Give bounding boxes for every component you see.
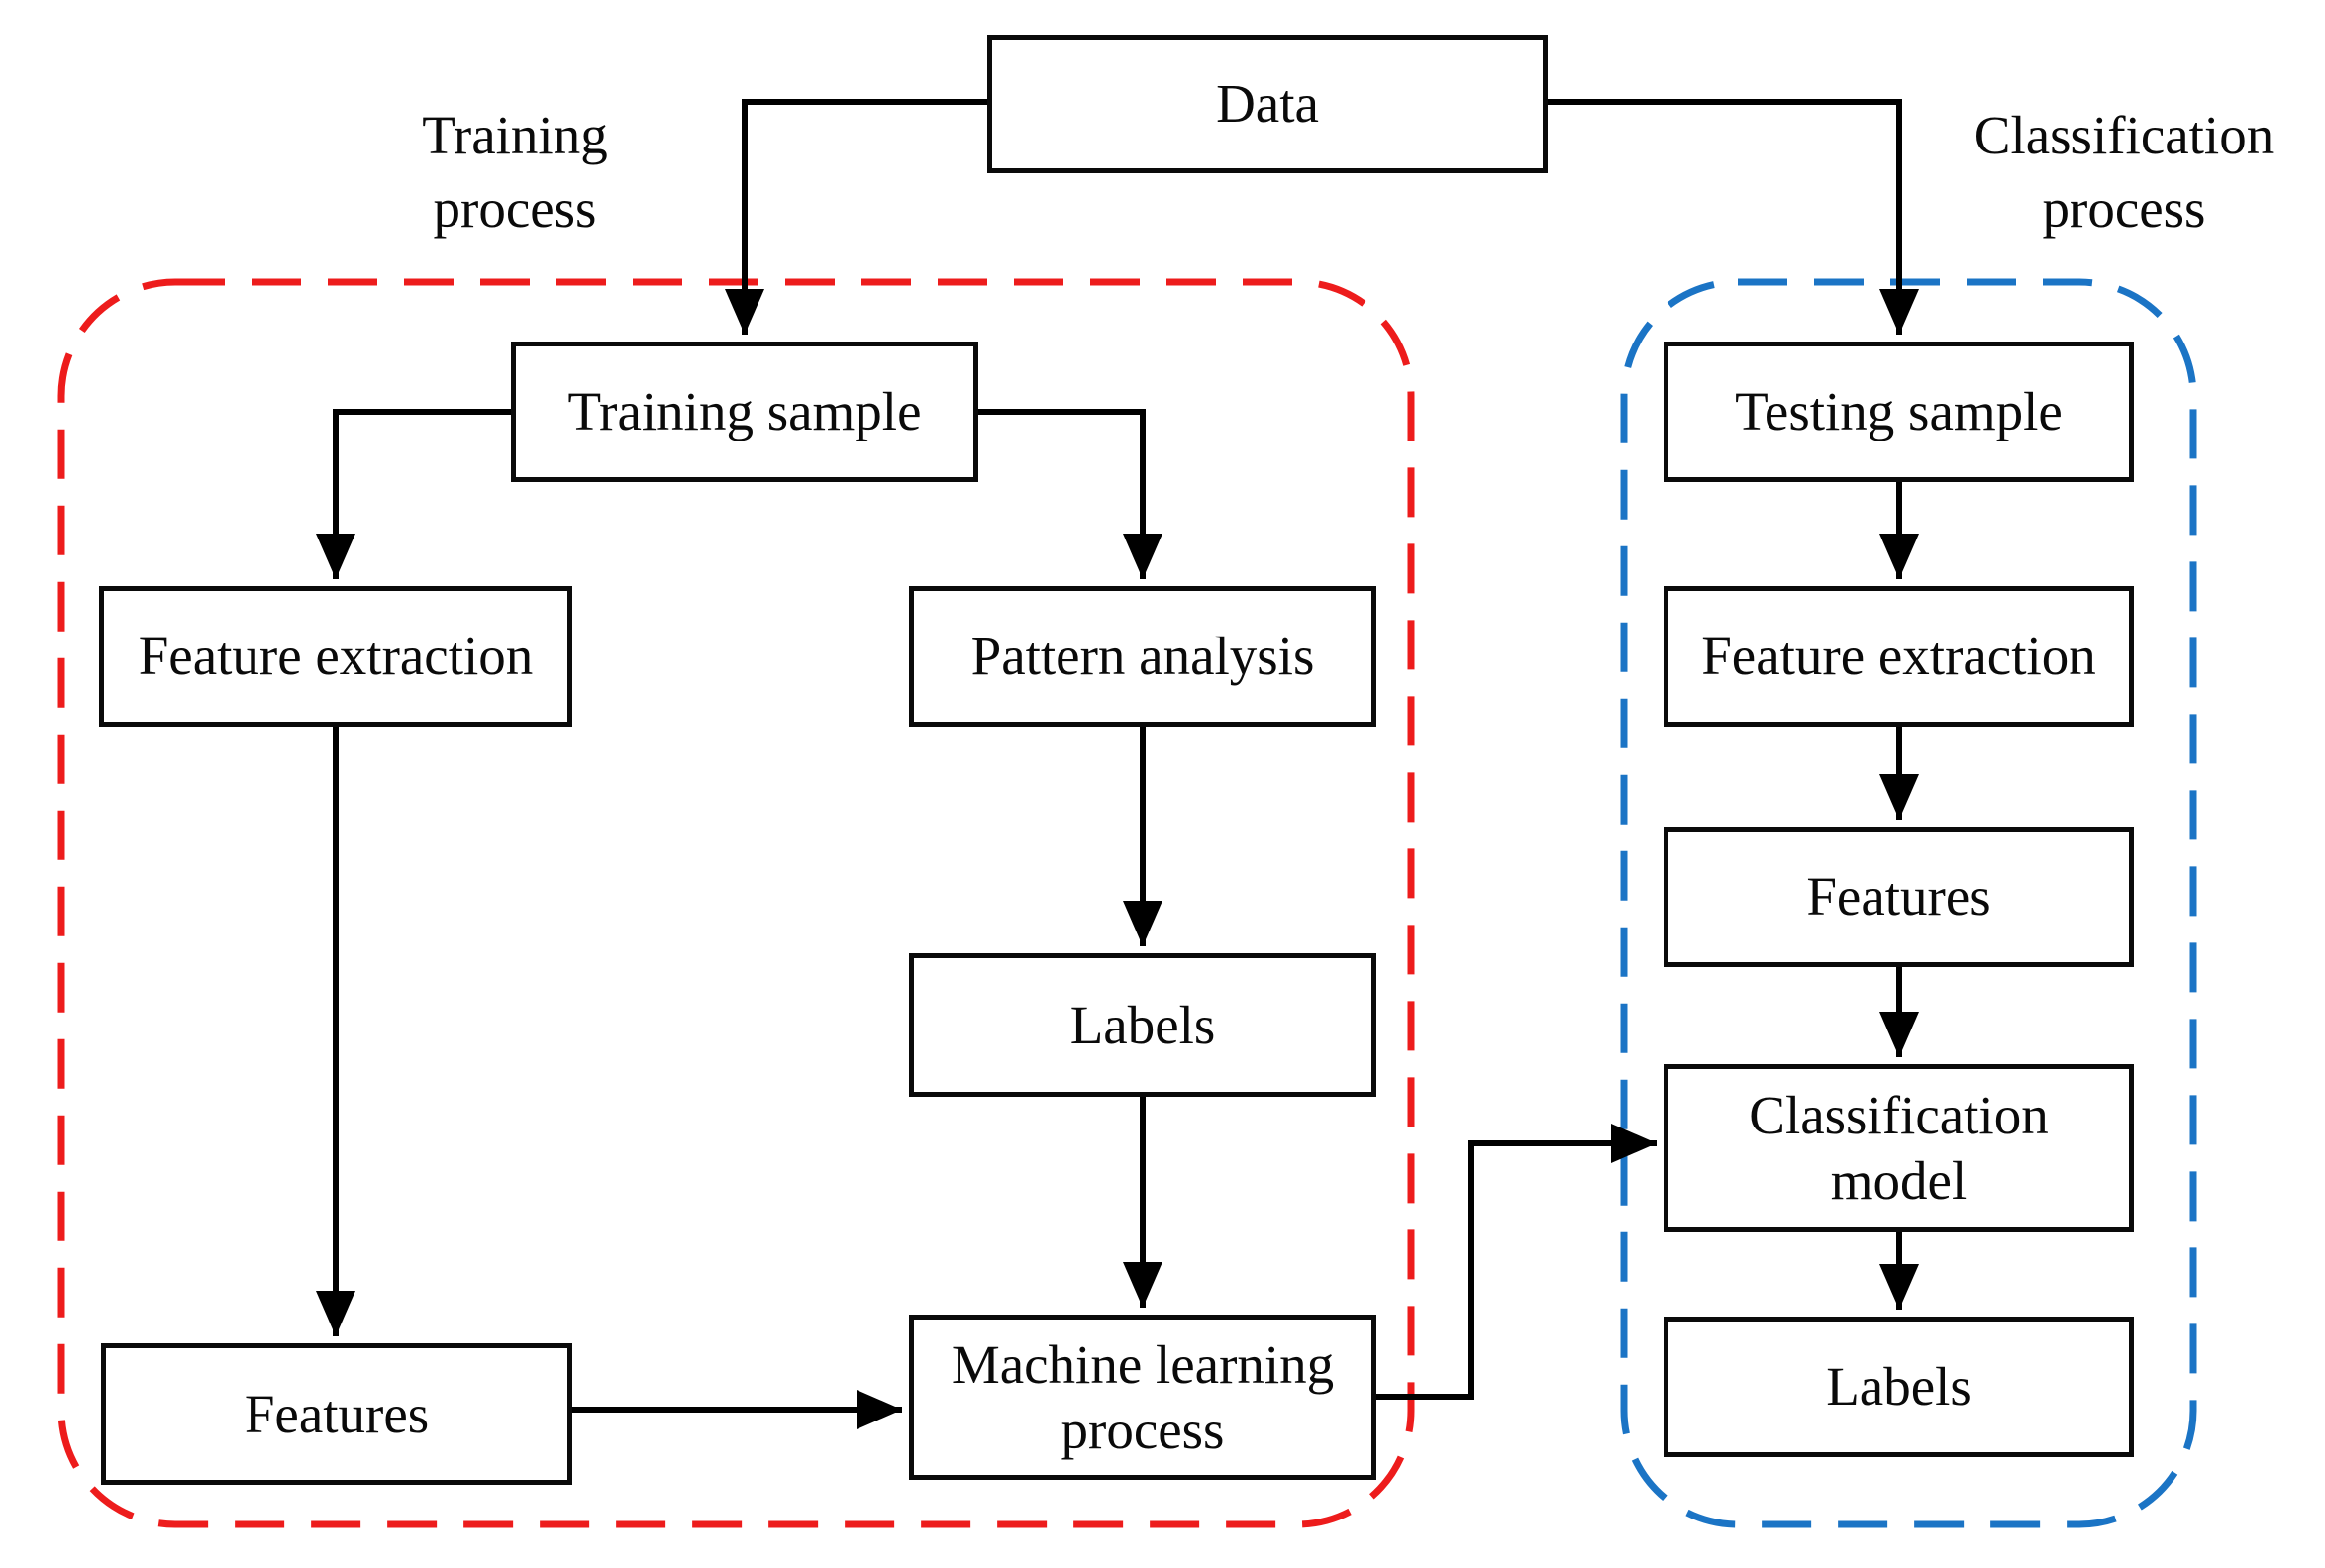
connector-data-to-training-sample xyxy=(725,99,987,335)
training-process-label: Training process xyxy=(422,105,608,239)
node-features-training: Features xyxy=(101,1343,572,1485)
node-training-sample: Training sample xyxy=(511,342,978,482)
node-feature-extraction-training: Feature extraction xyxy=(99,586,572,727)
classification-process-boundary xyxy=(1620,278,2197,1528)
node-features-testing: Features xyxy=(1664,827,2134,967)
training-process-boundary xyxy=(57,278,1415,1528)
node-labels-testing: Labels xyxy=(1664,1317,2134,1457)
node-testing-sample: Testing sample xyxy=(1664,342,2134,482)
connector-data-to-testing-sample xyxy=(1548,99,1919,335)
node-classification-model: Classification model xyxy=(1664,1064,2134,1232)
connector-ml-process-to-classification-model xyxy=(1376,1124,1657,1400)
node-labels-training: Labels xyxy=(909,953,1376,1097)
node-machine-learning-process: Machine learning process xyxy=(909,1315,1376,1480)
connector-training-sample-to-pattern-analysis xyxy=(978,409,1162,579)
classification-process-label: Classification process xyxy=(1973,105,2274,239)
node-feature-extraction-testing: Feature extraction xyxy=(1664,586,2134,727)
node-pattern-analysis: Pattern analysis xyxy=(909,586,1376,727)
node-data: Data xyxy=(987,35,1548,173)
connector-training-sample-to-feature-extraction xyxy=(316,409,511,579)
